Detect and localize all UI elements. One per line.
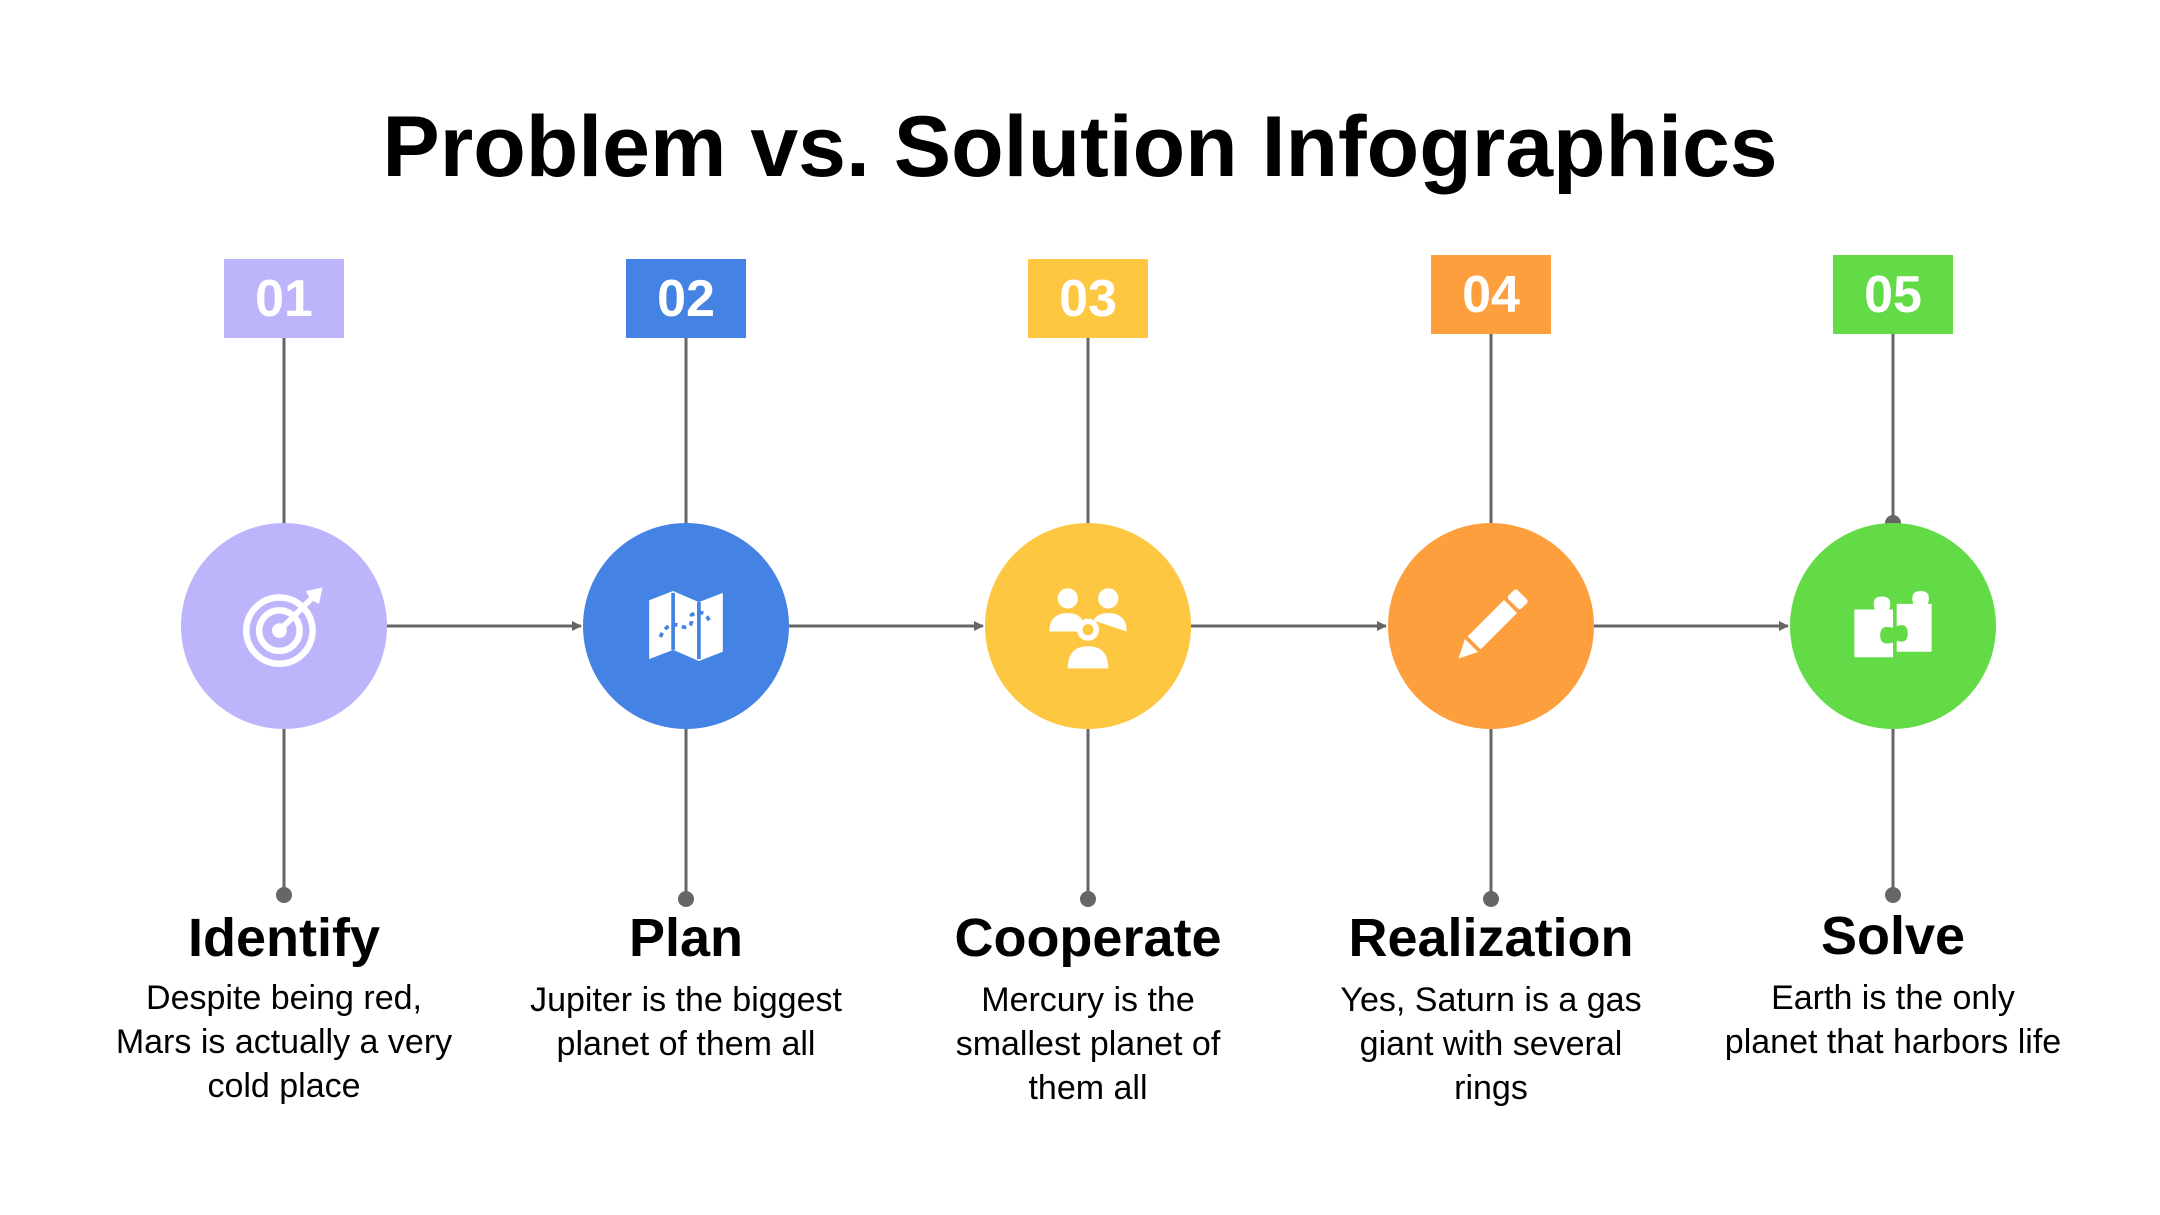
page-title: Problem vs. Solution Infographics [382, 99, 1778, 195]
step-number-badge: 01 [224, 259, 344, 338]
dot-bottom-3 [1080, 891, 1096, 907]
step-description: Jupiter is the biggest planet of them al… [530, 981, 842, 1063]
dot-bottom-2 [678, 891, 694, 907]
pencil-icon [1458, 589, 1528, 659]
step-title: Identify [187, 908, 380, 968]
step-description: Yes, Saturn is a gas giant with several … [1340, 981, 1642, 1107]
step-title: Realization [1348, 908, 1634, 968]
map-icon [649, 591, 723, 661]
step-circle [181, 523, 387, 729]
step-title: Plan [628, 908, 744, 968]
step-circle [985, 523, 1191, 729]
dot-bottom-5 [1885, 887, 1901, 903]
team-icon [1049, 588, 1127, 669]
dot-bottom-4 [1483, 891, 1499, 907]
step-description: Earth is the only planet that harbors li… [1724, 979, 2062, 1061]
dot-bottom-1 [276, 887, 292, 903]
puzzle-icon [1854, 591, 1932, 658]
step-description: Despite being red, Mars is actually a ve… [115, 979, 453, 1105]
step-number-badge: 04 [1431, 255, 1551, 334]
step-title: Cooperate [954, 908, 1222, 968]
step-circle [583, 523, 789, 729]
step-circle [1790, 523, 1996, 729]
target-icon [243, 587, 323, 667]
step-description: Mercury is the smallest planet of them a… [955, 981, 1221, 1107]
step-title: Solve [1820, 906, 1966, 966]
step-number-badge: 03 [1028, 259, 1148, 338]
step-circle [1388, 523, 1594, 729]
step-number-badge: 02 [626, 259, 746, 338]
step-number-badge: 05 [1833, 255, 1953, 334]
